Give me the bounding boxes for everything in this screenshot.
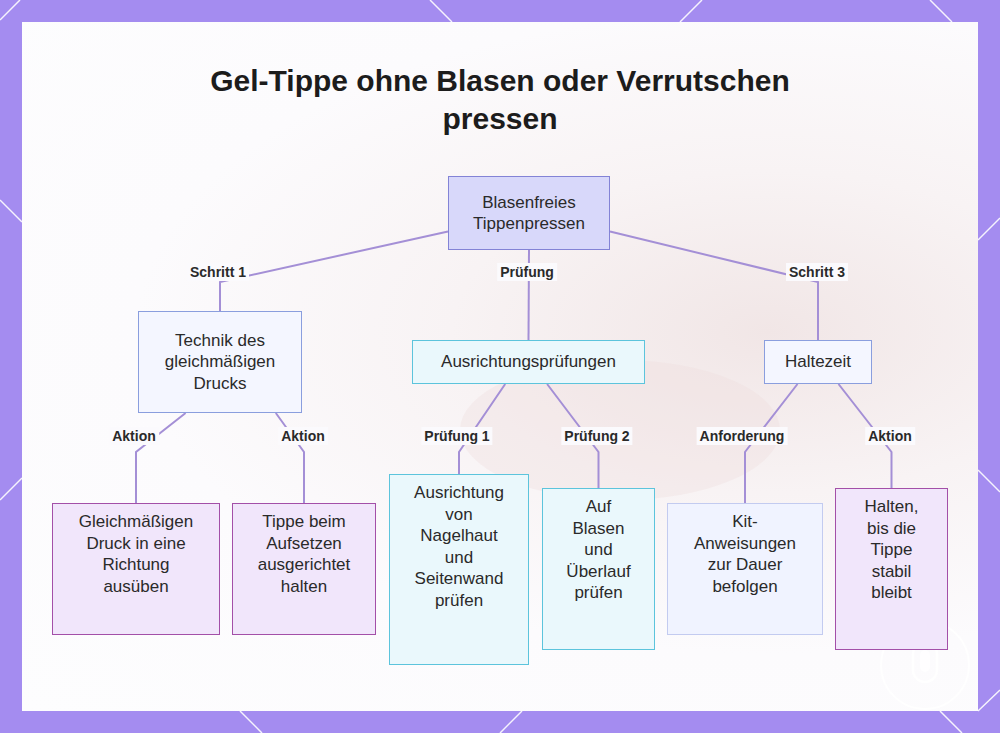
edge-label: Aktion [278,427,328,445]
node-text: Ausrichtung von Nagelhaut und Seitenwand… [408,482,510,611]
step-box: Haltezeit [764,340,872,384]
edge-label: Aktion [865,427,915,445]
connector-line [610,232,818,341]
root-box: Blasenfreies Tippenpressen [448,176,610,250]
node-text: Halten, bis die Tippe stabil bleibt [856,496,927,604]
diagram-title: Gel-Tippe ohne Blasen oder Verrutschen p… [150,62,850,138]
node-text: Technik des gleichmäßigen Drucks [153,330,287,395]
requirement-box: Kit-Anweisungen zur Dauer befolgen [667,503,823,635]
edge-label: Aktion [109,427,159,445]
edge-label: Prüfung [497,263,557,281]
node-text: Haltezeit [785,351,851,373]
edge-label: Schritt 3 [786,263,848,281]
action-box: Gleichmäßigen Druck in eine Richtung aus… [52,503,220,635]
logo-nail-inner [920,650,930,672]
step-box: Technik des gleichmäßigen Drucks [138,311,302,413]
edge-label: Prüfung 2 [561,427,632,445]
node-text: Gleichmäßigen Druck in eine Richtung aus… [71,511,201,597]
node-text: Kit-Anweisungen zur Dauer befolgen [690,511,800,597]
edge-label: Schritt 1 [187,263,249,281]
check-item-box: Ausrichtung von Nagelhaut und Seitenwand… [389,474,529,665]
connector-line [220,232,448,312]
edge-label: Prüfung 1 [421,427,492,445]
action-box: Tippe beim Aufsetzen ausgerichtet halten [232,503,376,635]
node-text: Tippe beim Aufsetzen ausgerichtet halten [248,511,360,597]
node-text: Auf Blasen und Überlauf prüfen [563,496,634,604]
action-box: Halten, bis die Tippe stabil bleibt [835,488,948,650]
edge-label: Anforderung [697,427,788,445]
node-text: Blasenfreies Tippenpressen [461,192,597,235]
check-box: Ausrichtungsprüfungen [412,340,645,384]
node-text: Ausrichtungsprüfungen [441,351,616,373]
check-item-box: Auf Blasen und Überlauf prüfen [542,488,655,650]
